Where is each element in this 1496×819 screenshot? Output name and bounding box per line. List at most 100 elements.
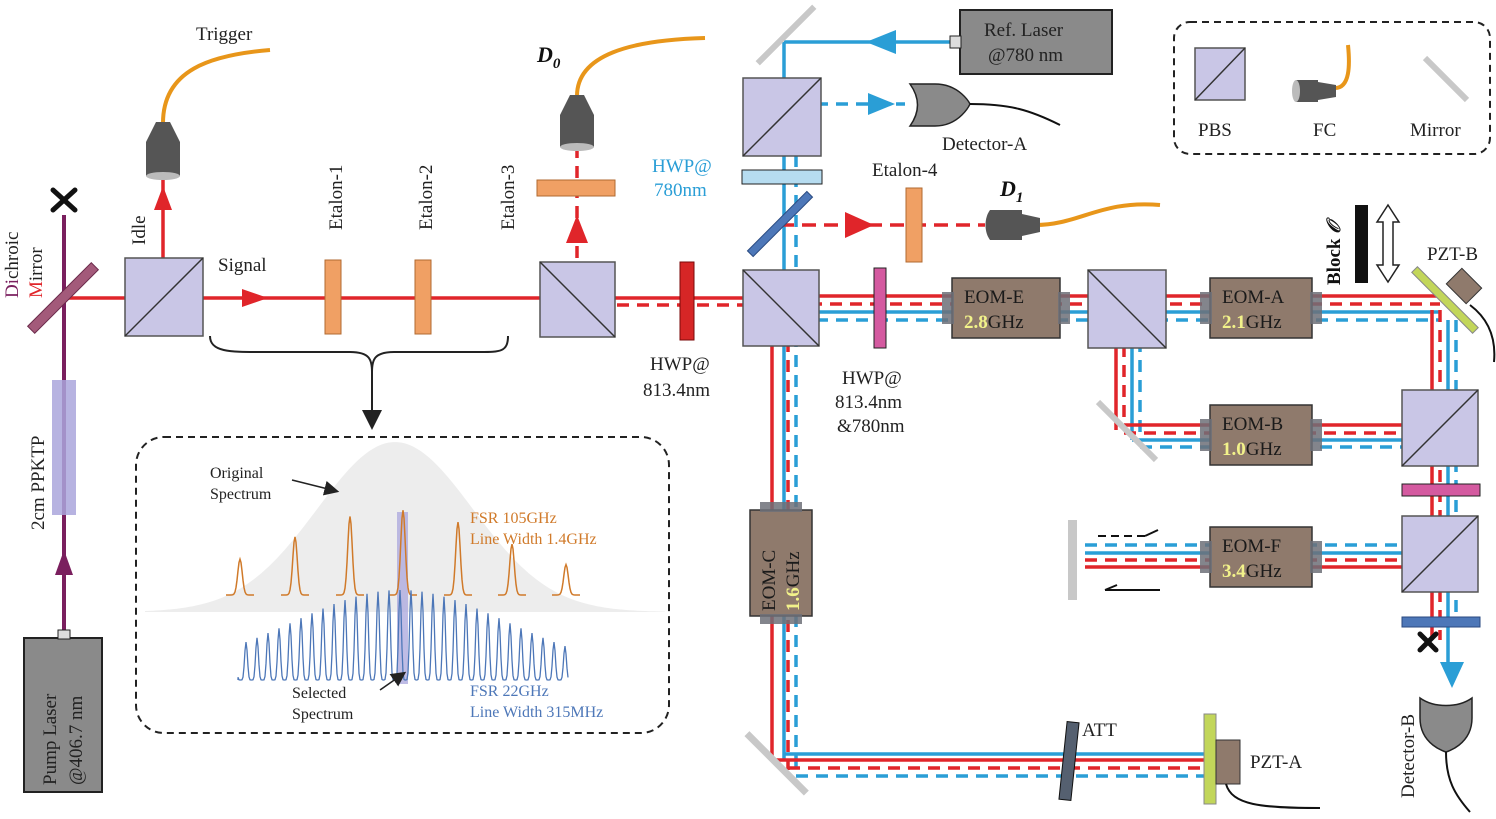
svg-text:Block 𝒪: Block 𝒪 [1324, 217, 1345, 285]
detector-a [908, 83, 1061, 127]
mirror-eomf [1068, 520, 1077, 600]
block-o-label: Block 𝒪 [1324, 217, 1345, 285]
idle-label: Idle [129, 215, 150, 245]
pbs-ref [742, 77, 822, 157]
hwp780-label-1: HWP@ [652, 156, 712, 177]
spectrum-inset [135, 335, 670, 734]
hwp813-label-1: HWP@ [650, 354, 710, 375]
fsr2-label-2: Line Width 315MHz [470, 704, 603, 721]
signal-arrow [242, 289, 268, 307]
etalon-4 [905, 187, 923, 263]
eom-b: EOM-B 1.0GHz [1200, 404, 1322, 466]
dichroic-mirror [26, 261, 100, 335]
eom-a-freq: 2.1GHz [1222, 312, 1282, 333]
selected-pointer [379, 671, 407, 691]
ref-laser-aperture [949, 35, 962, 49]
eom-f-name: EOM-F [1222, 536, 1281, 557]
etalon-1-label: Etalon-1 [326, 165, 347, 230]
pump-arrow [55, 550, 73, 575]
detector-a-arrow [868, 93, 895, 115]
fsr2-label-1: FSR 22GHz [470, 683, 549, 700]
fsr1-label-1: FSR 105GHz [470, 510, 557, 527]
legend [1173, 21, 1491, 155]
svg-text:Dichroic: Dichroic [2, 232, 23, 298]
pbs-main [742, 269, 820, 347]
legend-mirror-icon [1422, 55, 1470, 103]
pzt-a [1203, 713, 1321, 809]
detector-b-arrow [1440, 662, 1464, 688]
pump-label-1: Pump Laser [40, 693, 61, 785]
etalon-4-label: Etalon-4 [872, 160, 938, 181]
selected-label-2: Spectrum [292, 706, 354, 723]
ref-laser-label-1: Ref. Laser [984, 20, 1064, 41]
hwp-dual [873, 267, 887, 349]
detector-a-label: Detector-A [942, 134, 1027, 155]
fsr1-label-2: Line Width 1.4GHz [470, 531, 597, 548]
eom-e-freq: 2.8GHz [964, 312, 1024, 333]
etalon-1 [324, 259, 342, 335]
eom-e-name: EOM-E [964, 287, 1024, 308]
original-label-1: Original [210, 465, 264, 482]
ref-arrow [866, 30, 896, 54]
svg-text:Mirror: Mirror [26, 247, 47, 298]
detector-b [1419, 696, 1473, 813]
pbs-middle [1087, 269, 1167, 349]
etalon-3-label: Etalon-3 [498, 165, 519, 230]
pzt-b-label: PZT-B [1427, 244, 1478, 265]
eom-f-freq: 3.4GHz [1222, 561, 1282, 582]
text-labels: Trigger Idle Signal Dichroic Mirror 2cm … [2, 20, 1478, 798]
eom-b-name: EOM-B [1222, 414, 1283, 435]
hwp-813 [679, 261, 695, 341]
pbs-idle [124, 257, 204, 337]
block-o-text: Block [1324, 238, 1345, 285]
signal-label: Signal [218, 255, 267, 276]
eom-b-freq: 1.0GHz [1222, 439, 1282, 460]
d0-etalon-plate [536, 179, 616, 197]
eom-a-name: EOM-A [1222, 287, 1285, 308]
mirror-m: M [26, 281, 47, 298]
pbs-right-top [1401, 389, 1479, 467]
ppktp-label: 2cm PPKTP [28, 436, 49, 531]
mirror-branch [1095, 399, 1159, 463]
dichroic-di: Di [2, 279, 23, 298]
original-pointer [291, 479, 340, 496]
legend-mirror-label: Mirror [1410, 120, 1461, 141]
fiber-coupler-trigger [146, 48, 271, 180]
beam-arrows [55, 30, 1464, 688]
trigger-label: Trigger [196, 24, 253, 45]
mirror-rest: irror [26, 247, 47, 281]
mirror-ref [755, 4, 817, 66]
hwp-dual-label-2: 813.4nm [835, 392, 902, 413]
hwp-dual-label-3: &780nm [837, 416, 905, 437]
double-arrow-icon [1375, 203, 1401, 284]
dichroic-label: Dichroic [2, 232, 23, 298]
d0-label: D0 [536, 42, 561, 72]
pbs-right-bottom [1401, 515, 1479, 593]
beam-paths [62, 40, 1458, 778]
eom-c-freq: 1.6GHz [783, 551, 804, 611]
beam-block-right-x-icon [1417, 631, 1439, 653]
d1-main: D [999, 176, 1016, 201]
mirror-label: Mirror [26, 247, 47, 298]
eom-c-name: EOM-C [759, 550, 780, 611]
hwp-right [1401, 483, 1481, 497]
d0-sub: 0 [553, 56, 561, 72]
ppktp-crystal [52, 380, 76, 515]
plate-bottom-right [1401, 616, 1481, 628]
fiber-coupler-d0 [560, 36, 706, 151]
hwp813-label-2: 813.4nm [643, 380, 710, 401]
d1-arrow [845, 212, 874, 238]
eom-e: EOM-E 2.8GHz [942, 277, 1070, 339]
d0-arrow [566, 215, 588, 243]
block-o [1355, 205, 1368, 283]
eom-a: EOM-A 2.1GHz [1200, 277, 1322, 339]
hwp-dual-label-1: HWP@ [842, 368, 902, 389]
ref-laser [959, 9, 1113, 75]
detector-b-label: Detector-B [1398, 714, 1419, 798]
d0-main: D [536, 42, 553, 67]
selected-label-1: Selected [292, 685, 346, 702]
